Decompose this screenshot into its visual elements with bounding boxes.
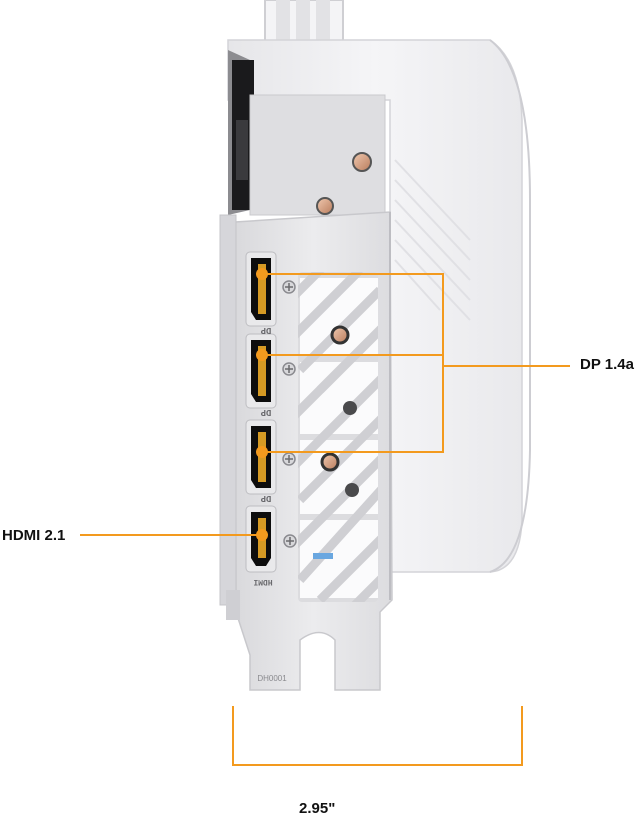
dp-port-2-marking: DP (260, 407, 271, 417)
width-dimension-label: 2.95" (299, 800, 336, 817)
dp-port-3-marking: DP (260, 493, 271, 503)
dp-callout-dots (256, 268, 268, 458)
hdmi-label: HDMI 2.1 (2, 527, 66, 544)
dp-port-1 (245, 251, 277, 327)
cooler-shroud (227, 39, 531, 573)
heatsink-area (249, 94, 386, 216)
dp-callout-lines (262, 273, 570, 453)
dp-port-1-marking: DP (260, 325, 271, 335)
part-code: DH0001 (257, 674, 287, 683)
width-dimension-line (232, 706, 523, 766)
bracket-screws (282, 280, 297, 548)
dp-label: DP 1.4a (580, 356, 634, 373)
fan-side-panel (228, 50, 254, 215)
hdmi-callout (80, 529, 268, 541)
bracket-vents (298, 272, 378, 602)
dp-port-2 (245, 333, 277, 409)
hdmi-port-marking: HDMI (253, 577, 272, 586)
